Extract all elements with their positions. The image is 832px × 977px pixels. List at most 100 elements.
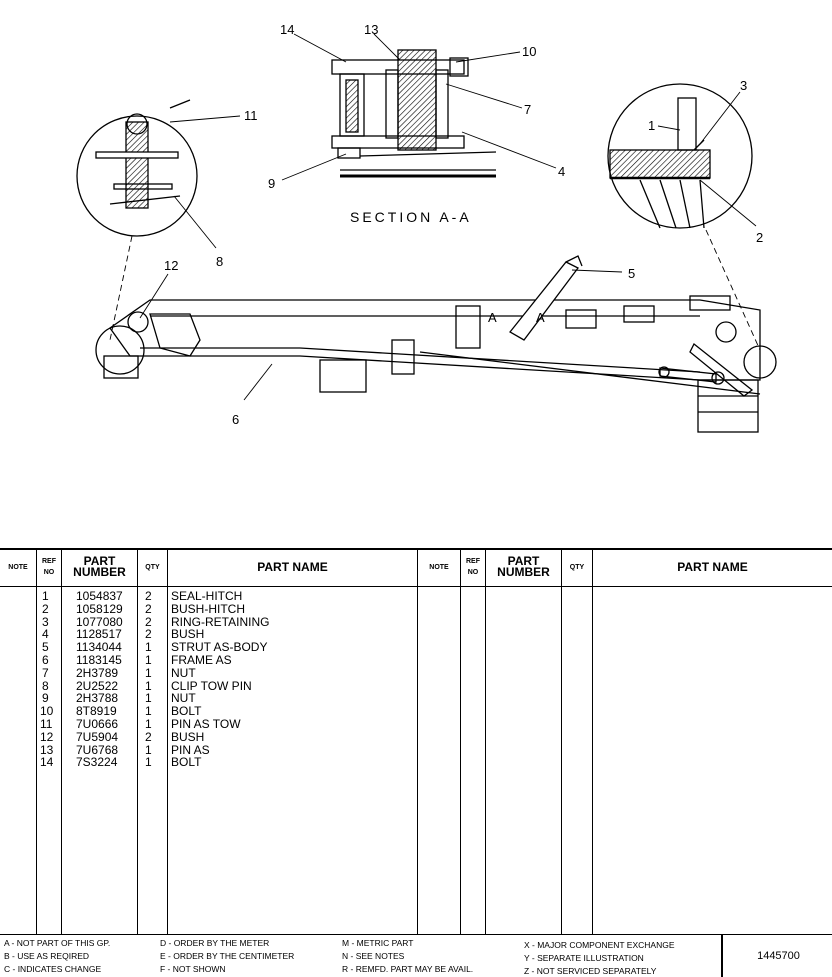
- qty: 2: [145, 729, 152, 744]
- part-number: 1054837: [76, 589, 123, 603]
- qty: 1: [145, 717, 152, 731]
- table-row: 5 1134044 1 STRUT AS-BODY: [0, 641, 832, 654]
- section-aa-detail: [331, 49, 497, 178]
- callout-14: 14: [280, 22, 294, 37]
- ref-no: 10: [40, 704, 54, 719]
- part-name: BUSH: [171, 729, 205, 744]
- legend-d: D - ORDER BY THE METER: [160, 938, 270, 948]
- part-name: BOLT: [171, 755, 202, 770]
- part-name: PIN AS: [171, 742, 210, 757]
- header-ref-no: REF NO: [42, 558, 56, 576]
- part-number: 7U5904: [76, 729, 119, 744]
- frame-assembly: [95, 255, 777, 433]
- qty: 1: [145, 704, 152, 719]
- part-number: 7S3224: [76, 755, 118, 770]
- qty: 1: [145, 653, 152, 667]
- legend-n: N - SEE NOTES: [342, 951, 405, 961]
- part-number: 8T8919: [76, 704, 117, 719]
- ref-no: 13: [40, 742, 54, 757]
- part-number: 1134044: [76, 640, 122, 655]
- part-number: 7U6768: [76, 742, 119, 757]
- ref-no: 2: [42, 601, 49, 616]
- legend-y: Y - SEPARATE ILLUSTRATION: [524, 953, 644, 963]
- part-name: SEAL-HITCH: [171, 589, 243, 603]
- parts-illustration: SECTION A-A: [76, 22, 777, 433]
- callout-11: 11: [244, 108, 258, 123]
- part-name: CLIP TOW PIN: [171, 678, 252, 693]
- callout-5: 5: [628, 266, 635, 281]
- ref-no: 4: [42, 627, 49, 642]
- callout-1: 1: [648, 118, 655, 133]
- qty: 1: [145, 691, 152, 706]
- legend-z: Z - NOT SERVICED SEPARATELY: [524, 966, 657, 976]
- ref-no: 3: [42, 614, 49, 629]
- header-ref-no-2: REF NO: [466, 558, 480, 576]
- ref-no: 1: [42, 589, 49, 603]
- part-number: 1128517: [76, 627, 122, 642]
- ref-no: 6: [42, 653, 49, 667]
- callout-7: 7: [524, 102, 531, 117]
- header-qty: QTY: [145, 563, 160, 571]
- header-part-number-2: PART NUMBER: [497, 554, 550, 579]
- legend-c: C - INDICATES CHANGE: [4, 964, 102, 974]
- legend-f: F - NOT SHOWN: [160, 964, 226, 974]
- part-name: NUT: [171, 665, 196, 680]
- part-number: 7U0666: [76, 717, 119, 731]
- header-qty-2: QTY: [569, 563, 585, 571]
- ref-no: 7: [42, 665, 49, 680]
- part-name: RING-RETAINING: [171, 614, 270, 629]
- code-legend: A - NOT PART OF THIS GP. B - USE AS REQI…: [0, 934, 832, 977]
- section-aa-label: SECTION A-A: [350, 209, 472, 225]
- part-number: 2H3789: [76, 665, 119, 680]
- part-name: FRAME AS: [171, 653, 232, 667]
- part-number: 1058129: [76, 601, 123, 616]
- header-part-number: PART NUMBER: [73, 554, 126, 579]
- section-markers: A A: [488, 310, 545, 325]
- qty: 1: [145, 665, 152, 680]
- part-name: BUSH: [171, 627, 205, 642]
- callout-6: 6: [232, 412, 239, 427]
- callout-2: 2: [756, 230, 763, 245]
- callout-leaders: [109, 33, 761, 401]
- qty: 2: [145, 601, 152, 616]
- qty: 1: [145, 742, 152, 757]
- part-number: 1077080: [76, 614, 123, 629]
- ref-no: 11: [40, 717, 53, 731]
- header-note-2: NOTE: [429, 563, 449, 571]
- ref-no: 9: [42, 691, 49, 706]
- qty: 2: [145, 589, 152, 603]
- table-row: 7 2H3789 1 NUT: [0, 665, 832, 680]
- legend-e: E - ORDER BY THE CENTIMETER: [160, 951, 295, 961]
- part-name: BOLT: [171, 704, 202, 719]
- callout-9: 9: [268, 176, 275, 191]
- ref-no: 12: [40, 729, 54, 744]
- table-row: 10 8T8919 1 BOLT: [0, 705, 832, 718]
- legend-b: B - USE AS REQIRED: [4, 951, 90, 961]
- part-name: STRUT AS-BODY: [171, 640, 268, 655]
- ref-no: 5: [42, 640, 49, 655]
- callout-10: 10: [522, 44, 536, 59]
- tow-pin-detail: [76, 99, 198, 237]
- ref-no: 14: [40, 755, 54, 770]
- qty: 1: [145, 678, 152, 693]
- section-mark-left: A: [488, 310, 497, 325]
- header-part-name: PART NAME: [257, 559, 328, 574]
- section-mark-right: A: [536, 310, 545, 325]
- part-number: 2U2522: [76, 678, 119, 693]
- parts-table: NOTE REF NO PART NUMBER QTY PART NAME NO…: [0, 548, 832, 934]
- part-number: 2H3788: [76, 691, 119, 706]
- callout-8: 8: [216, 254, 223, 269]
- legend-m: M - METRIC PART: [342, 938, 414, 948]
- table-row: 13 7U6768 1 PIN AS: [0, 742, 832, 757]
- hitch-seal-detail: [607, 83, 753, 229]
- legend-a: A - NOT PART OF THIS GP.: [4, 938, 111, 948]
- header-note: NOTE: [8, 563, 28, 571]
- qty: 1: [145, 640, 152, 655]
